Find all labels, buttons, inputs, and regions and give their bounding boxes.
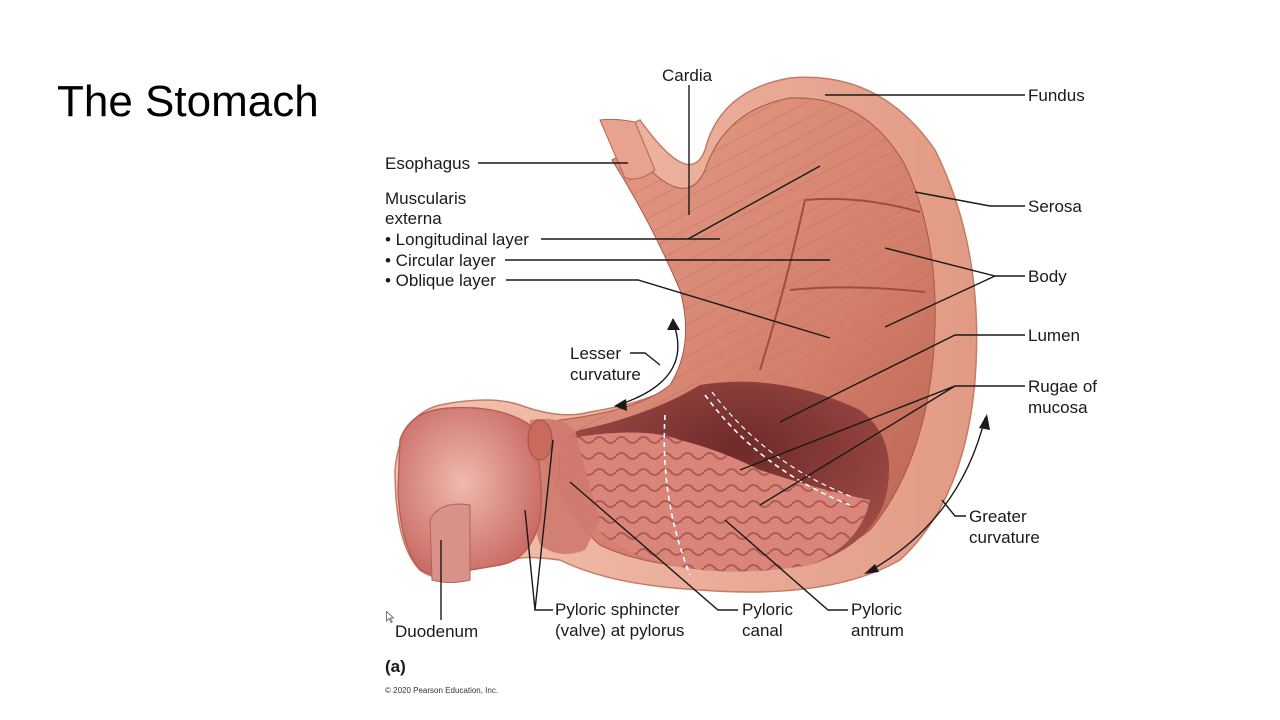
curvature-arrows	[614, 318, 990, 574]
lesser-arrowhead-top	[667, 318, 680, 330]
rugae-folds	[560, 432, 870, 572]
label-lesser-curvature-1: Lesser	[570, 344, 621, 363]
stomach-illustration	[394, 76, 978, 593]
pyloric-sphincter-shape	[527, 419, 553, 461]
label-greater-curvature-1: Greater	[969, 507, 1027, 526]
pyloric-antrum-leader	[724, 519, 848, 611]
label-pyloric-sphincter-2: (valve) at pylorus	[555, 621, 684, 640]
label-oblique-layer: • Oblique layer	[385, 271, 496, 290]
label-body: Body	[1028, 267, 1067, 286]
serosa-leader	[914, 191, 1025, 207]
leader-lines	[440, 85, 1025, 620]
greater-curvature-arrow	[867, 417, 986, 573]
label-longitudinal-layer: • Longitudinal layer	[385, 230, 529, 249]
body-boundary-2	[711, 391, 856, 499]
figure-label: (a)	[385, 657, 406, 676]
lesser-arrowhead-bottom	[614, 399, 627, 411]
rugae-leader-2	[759, 385, 956, 506]
lumen-leader	[779, 334, 1025, 423]
label-pyloric-canal-1: Pyloric	[742, 600, 794, 619]
slide-title: The Stomach	[57, 77, 319, 126]
esophagus-shape	[599, 118, 656, 180]
lesser-curvature-arrow	[617, 321, 679, 406]
body-boundary	[704, 394, 851, 506]
label-pyloric-canal-2: canal	[742, 621, 783, 640]
label-muscularis-1: Muscularis	[385, 189, 466, 208]
label-fundus: Fundus	[1028, 86, 1085, 105]
label-circular-layer: • Circular layer	[385, 251, 496, 270]
label-greater-curvature-2: curvature	[969, 528, 1040, 547]
label-lesser-curvature-2: curvature	[570, 365, 641, 384]
greater-arrowhead-top	[979, 414, 990, 430]
oblique-layer-edge	[759, 199, 806, 371]
oblique-leader	[506, 279, 831, 339]
label-pyloric-antrum-1: Pyloric	[851, 600, 903, 619]
label-rugae-1: Rugae of	[1028, 377, 1097, 396]
oblique-layer-edge-2	[789, 286, 926, 293]
pyloric-canal-leader	[569, 481, 738, 611]
greater-curvature-leader	[941, 499, 966, 517]
greater-arrowhead-bottom	[864, 564, 879, 574]
label-serosa: Serosa	[1028, 197, 1082, 216]
label-duodenum: Duodenum	[395, 622, 478, 641]
label-pyloric-antrum-2: antrum	[851, 621, 904, 640]
antrum-boundary	[663, 414, 691, 576]
label-lumen: Lumen	[1028, 326, 1080, 345]
copyright-text: © 2020 Pearson Education, Inc.	[385, 686, 498, 695]
labels: Cardia Fundus Esophagus Muscularis exter…	[385, 66, 1097, 695]
circular-layer-edge	[804, 197, 921, 213]
label-pyloric-sphincter-1: Pyloric sphincter	[555, 600, 680, 619]
label-esophagus: Esophagus	[385, 154, 470, 173]
label-cardia: Cardia	[662, 66, 713, 85]
duodenum-tube	[429, 503, 471, 583]
label-muscularis-2: externa	[385, 209, 442, 228]
pyloric-sphincter-leader-2	[534, 439, 554, 611]
mouse-cursor-icon	[386, 611, 394, 623]
lesser-curvature-leader	[630, 352, 661, 366]
body-leader-2	[884, 275, 996, 328]
label-rugae-2: mucosa	[1028, 398, 1088, 417]
